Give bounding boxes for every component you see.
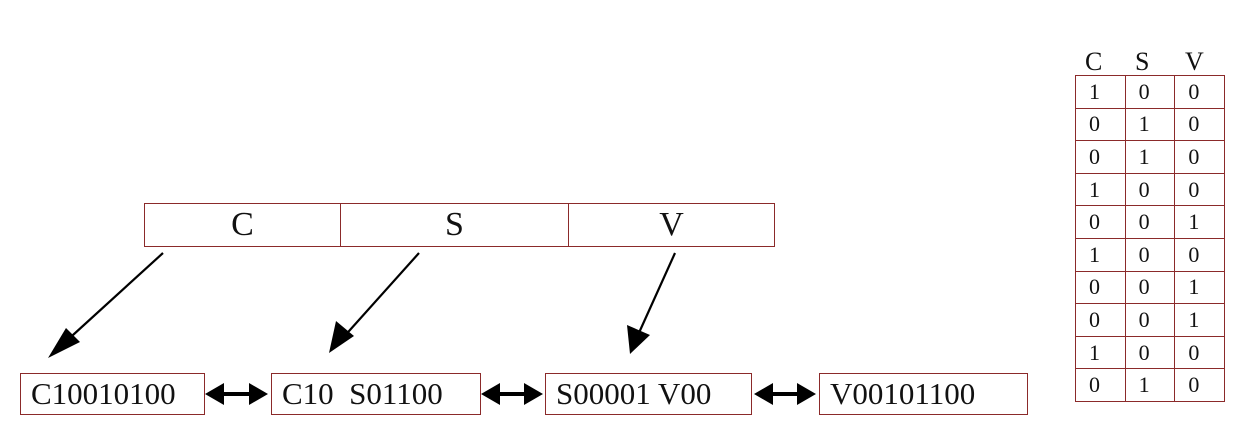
table-cell: 1 (1124, 140, 1176, 174)
table-cell: 0 (1124, 172, 1176, 207)
double-arrow-3 (754, 383, 816, 405)
table-cell: 1 (1075, 172, 1126, 207)
table-cell: 0 (1174, 368, 1225, 402)
table-cell: 1 (1174, 303, 1225, 337)
table-cell: 0 (1174, 172, 1225, 207)
table-cell: 0 (1174, 107, 1225, 142)
column-header-v: V (1185, 47, 1204, 76)
table-cell: 1 (1075, 75, 1126, 109)
double-arrow-1 (205, 383, 268, 405)
header-cell-v: V (568, 203, 775, 247)
column-header-c: C (1085, 47, 1103, 76)
table-cell: 0 (1174, 335, 1225, 370)
table-cell: 0 (1124, 335, 1176, 370)
table-cell: 1 (1174, 270, 1225, 305)
mapping-arrow-s (329, 252, 420, 353)
segment-box-3: S00001 V00 (545, 373, 752, 415)
table-cell: 1 (1075, 237, 1126, 272)
table-cell: 0 (1124, 237, 1176, 272)
table-cell: 0 (1075, 303, 1126, 337)
table-cell: 0 (1075, 107, 1126, 142)
segment-box-4: V00101100 (819, 373, 1028, 415)
segment-box-2: C10 S01100 (271, 373, 481, 415)
table-cell: 1 (1124, 107, 1176, 142)
mapping-arrow-c (48, 252, 164, 358)
segment-box-1: C10010100 (20, 373, 205, 415)
header-cell-s: S (340, 203, 569, 247)
table-cell: 0 (1075, 205, 1126, 239)
table-cell: 0 (1174, 140, 1225, 174)
double-arrow-2 (481, 383, 543, 405)
table-cell: 0 (1124, 75, 1176, 109)
table-cell: 0 (1174, 75, 1225, 109)
table-cell: 0 (1174, 237, 1225, 272)
table-cell: 1 (1174, 205, 1225, 239)
table-cell: 0 (1075, 368, 1126, 402)
mapping-arrow-v (627, 252, 677, 354)
column-header-s: S (1135, 47, 1150, 76)
table-cell: 0 (1075, 140, 1126, 174)
code-table-header: C S V (1075, 45, 1225, 76)
header-cell-c: C (144, 203, 341, 247)
table-cell: 0 (1124, 303, 1176, 337)
table-cell: 0 (1124, 270, 1176, 305)
table-cell: 0 (1124, 205, 1176, 239)
table-cell: 0 (1075, 270, 1126, 305)
table-cell: 1 (1124, 368, 1176, 402)
table-cell: 1 (1075, 335, 1126, 370)
